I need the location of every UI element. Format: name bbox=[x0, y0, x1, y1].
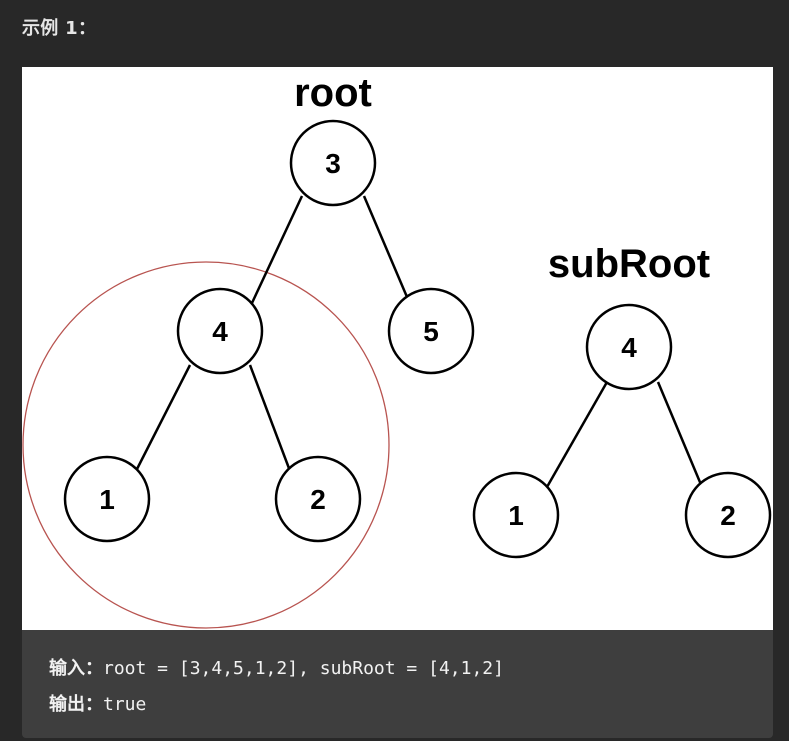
subroot-node-1: 1 bbox=[472, 471, 560, 559]
root-node-5: 5 bbox=[387, 287, 475, 375]
root-node-2: 2 bbox=[274, 455, 362, 543]
subtree-highlight-circle bbox=[22, 261, 390, 629]
output-line: 输出：true bbox=[49, 690, 146, 716]
example-heading: 示例 1： bbox=[22, 18, 97, 39]
edge-root-4-2 bbox=[248, 364, 292, 472]
subroot-node-4: 4 bbox=[585, 303, 673, 391]
root-title: root bbox=[294, 71, 372, 115]
subroot-title: subRoot bbox=[548, 242, 710, 286]
output-label: 输出： bbox=[49, 694, 103, 715]
root-node-1: 1 bbox=[63, 455, 151, 543]
example-code-block: 输入：root = [3,4,5,1,2], subRoot = [4,1,2]… bbox=[22, 630, 773, 738]
root-node-4: 4 bbox=[176, 287, 264, 375]
tree-diagram-svg: root subRoot 3 4 5 1 2 bbox=[22, 71, 772, 629]
input-label: 输入： bbox=[49, 658, 103, 679]
root-node-3-label: 3 bbox=[325, 148, 341, 179]
root-node-3: 3 bbox=[289, 119, 377, 207]
edge-subroot-4-2 bbox=[656, 381, 704, 488]
tree-diagram: root subRoot 3 4 5 1 2 bbox=[22, 67, 773, 630]
subroot-node-2-label: 2 bbox=[720, 500, 736, 531]
output-value: true bbox=[103, 694, 147, 715]
root-node-5-label: 5 bbox=[423, 316, 439, 347]
edge-root-4-1 bbox=[134, 364, 192, 472]
root-node-4-label: 4 bbox=[212, 316, 228, 347]
edge-root-3-5 bbox=[362, 195, 409, 298]
subroot-node-2: 2 bbox=[684, 471, 772, 559]
subroot-node-4-label: 4 bbox=[621, 332, 637, 363]
edge-subroot-4-1 bbox=[545, 381, 609, 488]
input-line: 输入：root = [3,4,5,1,2], subRoot = [4,1,2] bbox=[49, 654, 504, 680]
root-node-1-label: 1 bbox=[99, 484, 115, 515]
edge-root-3-4 bbox=[250, 195, 304, 304]
root-node-2-label: 2 bbox=[310, 484, 326, 515]
input-value: root = [3,4,5,1,2], subRoot = [4,1,2] bbox=[103, 658, 504, 679]
subroot-node-1-label: 1 bbox=[508, 500, 524, 531]
